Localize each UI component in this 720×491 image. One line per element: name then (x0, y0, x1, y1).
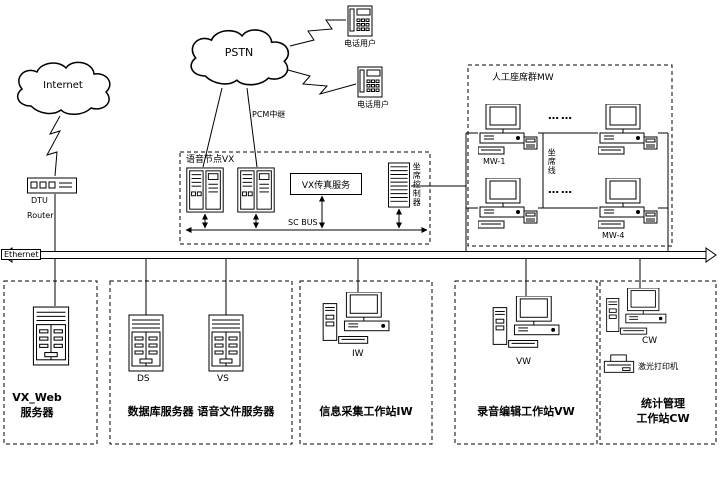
web-server-box (3, 280, 98, 445)
dtu-label: DTU (31, 196, 48, 205)
voice-node-rack-1-icon (186, 167, 224, 213)
ethernet-bus (1, 247, 717, 263)
sc-bus-label: SC BUS (288, 218, 318, 227)
phone-user-top-icon (347, 5, 373, 37)
voice-node-rack-2-icon (237, 167, 275, 213)
iw-workstation-icon (322, 292, 390, 344)
vs-server-icon (208, 314, 244, 372)
seat-group-dots-bottom: …… (548, 183, 574, 196)
seat-workstation-2-icon (598, 104, 658, 155)
db-server-box (109, 280, 293, 445)
seat-group-box (467, 64, 673, 247)
internet-label: Internet (43, 80, 83, 91)
phone-user-bottom-icon (357, 66, 383, 98)
laser-printer-icon (603, 354, 635, 373)
iw-station-label: 信息采集工作站IW (319, 405, 413, 418)
cw-tag: CW (642, 336, 658, 346)
seat-controller-icon (387, 162, 411, 208)
cw-station-label-1: 统计管理 (641, 397, 685, 410)
vs-label: VS (217, 374, 229, 384)
seat-group-dots-top: …… (548, 109, 574, 122)
ds-server-icon (128, 314, 164, 372)
cw-station-label-2: 工作站CW (636, 412, 690, 425)
seat-line-label: 坐席线 (547, 148, 557, 175)
web-server-label-2: 服务器 (20, 406, 54, 419)
phone-user-bottom-label: 电话用户 (357, 100, 389, 109)
phone-user-top-label: 电话用户 (344, 39, 376, 48)
sc-bus-connectors (185, 195, 428, 233)
mw-first-label: MW-1 (483, 157, 506, 166)
dtu-router-icon (27, 177, 77, 194)
laser-printer-label: 激光打印机 (638, 362, 678, 371)
pcm-trunk-label: PCM中继 (252, 110, 286, 119)
voice-node-box (179, 151, 431, 245)
seat-group-title: 人工座席群MW (492, 73, 554, 83)
db-server-label: 数据库服务器 语音文件服务器 (127, 405, 275, 418)
vw-tag: VW (516, 357, 532, 367)
iw-station-box (299, 280, 433, 445)
seat-workstation-4-icon (598, 178, 658, 229)
voice-node-title: 语音节点VX (186, 155, 235, 165)
seat-workstation-3-icon (478, 178, 538, 229)
pstn-label: PSTN (224, 46, 254, 59)
seat-controller-label: 坐席控制器 (412, 162, 422, 207)
group-boxes (3, 64, 717, 445)
ethernet-label: Ethernet (1, 249, 42, 261)
vw-station-label: 录音编辑工作站VW (477, 405, 575, 418)
fax-service-box: VX传真服务 (290, 173, 362, 195)
vw-workstation-icon (492, 296, 560, 348)
router-label: Router (27, 211, 54, 220)
cw-station-box (599, 280, 717, 445)
ds-label: DS (137, 374, 150, 384)
seat-workstation-1-icon (478, 104, 538, 155)
vw-station-box (454, 280, 598, 445)
cw-workstation-icon (606, 288, 667, 335)
connection-lines (45, 19, 669, 316)
iw-tag: IW (352, 349, 364, 359)
web-server-icon (32, 306, 70, 366)
web-server-label-1: VX_Web (12, 391, 62, 404)
mw-last-label: MW-4 (602, 231, 625, 240)
